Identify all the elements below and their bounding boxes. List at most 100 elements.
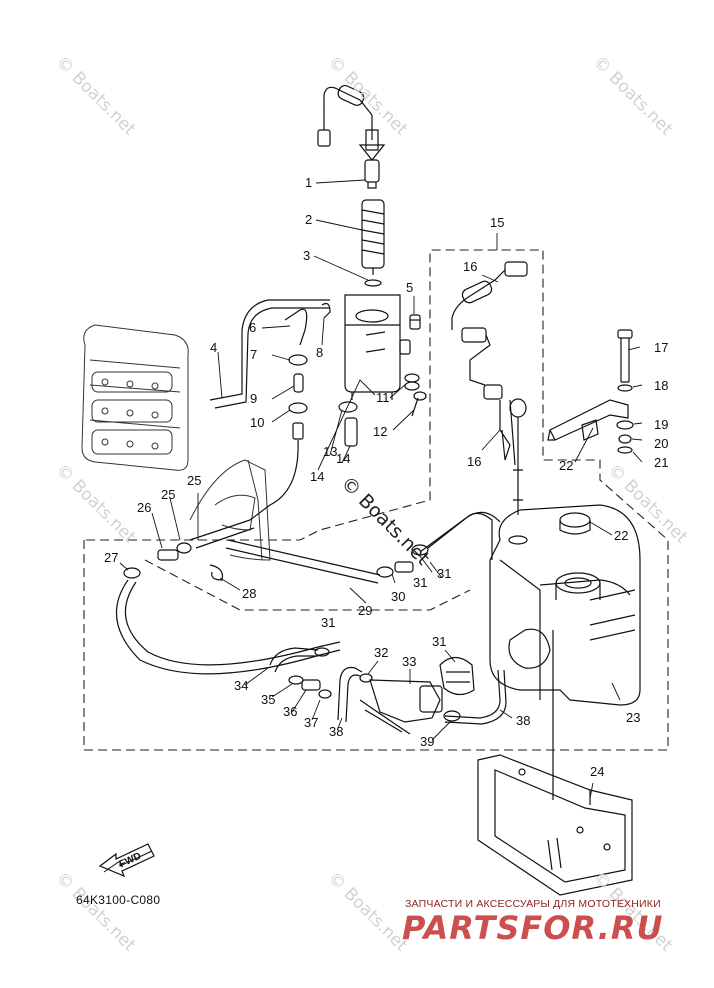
part-34-bracket [477, 754, 633, 896]
part-15-joint [157, 549, 179, 561]
part-25-clamp-b [359, 673, 373, 683]
part-39-nut [618, 434, 632, 444]
callout-5: 2 [305, 212, 313, 227]
callout-29: 31 [413, 575, 428, 590]
engine-block [81, 324, 189, 471]
callout-36: 22 [559, 458, 574, 473]
callout-14-a: 7 [250, 347, 258, 362]
part-37-bolt [617, 329, 633, 383]
part-19-oil-tank [489, 504, 641, 706]
part-28-hose-2 [444, 669, 507, 725]
callout-14-b: 10 [250, 415, 265, 430]
part-25-clamp-a [318, 689, 332, 699]
callout-3: 13 [323, 444, 338, 459]
callout-4: 1 [305, 175, 313, 190]
part-26-pump [359, 679, 443, 735]
callout-20: 22 [614, 528, 629, 543]
part-16-clip-lower [176, 542, 192, 554]
part-30-hose [225, 539, 381, 584]
callout-37: 17 [654, 340, 669, 355]
part-14-clamp-lower [288, 402, 308, 414]
brand-tagline: ЗАПЧАСТИ И АКСЕССУАРЫ ДЛЯ МОТОТЕХНИКИ [405, 898, 661, 910]
callout-13: 9 [250, 391, 258, 406]
callout-11: 6 [249, 320, 257, 335]
part-8-grommet [404, 373, 420, 391]
part-20-cap [559, 512, 591, 535]
callout-28: 38 [516, 713, 531, 728]
callout-16-b: 25 [161, 487, 176, 502]
callout-12: 25 [187, 473, 202, 488]
callout-7: 4 [210, 340, 218, 355]
callout-22-a: 31 [321, 615, 336, 630]
callout-17: 28 [242, 586, 257, 601]
part-1-sub-tank [344, 294, 411, 400]
part-28-hose [444, 669, 501, 719]
hose-to-tank [427, 512, 493, 560]
hose-to-hull [249, 439, 299, 521]
callout-16-a: 8 [316, 345, 324, 360]
part-23-joint [301, 679, 321, 691]
part-32-sensor [483, 384, 528, 545]
part-31-clamp-c [411, 544, 429, 556]
callout-19: 23 [626, 710, 641, 725]
part-29-joint [394, 561, 414, 573]
callout-10: 12 [373, 424, 388, 439]
callout-31-d: 39 [420, 734, 435, 749]
callout-21: 34 [234, 678, 249, 693]
part-14-clamp-upper [288, 354, 308, 366]
brand-logo: PARTSFOR.RU [402, 909, 664, 947]
diagram-code: 64K3100-C080 [76, 893, 161, 907]
callout-30: 29 [358, 603, 373, 618]
part-22-clamp-a [314, 647, 330, 657]
part-38-washer-lower [617, 446, 633, 454]
callout-25-a: 32 [374, 645, 389, 660]
callout-15: 26 [137, 500, 152, 515]
callout-38-a: 18 [654, 378, 669, 393]
part-11-elbow [284, 308, 308, 346]
part-36-bracket [547, 399, 629, 441]
callout-39: 20 [654, 436, 669, 451]
callout-2: 14 [336, 451, 351, 466]
callout-25-b: 37 [304, 715, 319, 730]
part-12-hose [189, 519, 255, 549]
part-31-clamp-b [376, 566, 394, 578]
callout-26: 33 [402, 654, 417, 669]
part-22-clamp-b [288, 675, 304, 685]
leader-lines [119, 179, 643, 799]
fwd-arrow-icon [98, 843, 155, 878]
part-4-sensor [317, 84, 386, 189]
part-31-clamp-a [123, 567, 141, 579]
long-hose [115, 579, 341, 675]
part-3-clamp [338, 401, 358, 413]
part-9-plug [409, 314, 421, 330]
callout-8: 11 [376, 390, 390, 405]
callout-33: 16 [463, 259, 478, 274]
part-24-hose [337, 666, 363, 723]
callout-22-b: 35 [261, 692, 276, 707]
part-27-filter [439, 656, 475, 696]
callout-31-a: 27 [104, 550, 119, 565]
callout-27: 31 [432, 634, 447, 649]
callout-38-b: 21 [654, 455, 669, 470]
part-10-bolt [411, 391, 427, 417]
callout-34: 24 [590, 764, 605, 779]
part-6-oring [364, 279, 382, 287]
callout-31-b: 30 [391, 589, 406, 604]
part-38-washer-upper [617, 384, 633, 392]
long-hose-2 [124, 581, 341, 666]
part-31-clamp-d [443, 710, 461, 722]
callout-32: 16 [467, 454, 482, 469]
part-2-hose [344, 417, 358, 447]
part-17-clip [209, 564, 224, 581]
callout-18: 15 [490, 215, 505, 230]
part-13-joint [293, 373, 304, 393]
boundary-inner [144, 559, 471, 611]
part-7-hose [209, 299, 330, 409]
callout-23: 36 [283, 704, 298, 719]
callout-6: 3 [303, 248, 311, 263]
part-5-filter [361, 199, 385, 275]
part-lower-hose-stub [292, 422, 304, 440]
callout-24: 38 [329, 724, 344, 739]
part-21-hose [269, 647, 319, 673]
